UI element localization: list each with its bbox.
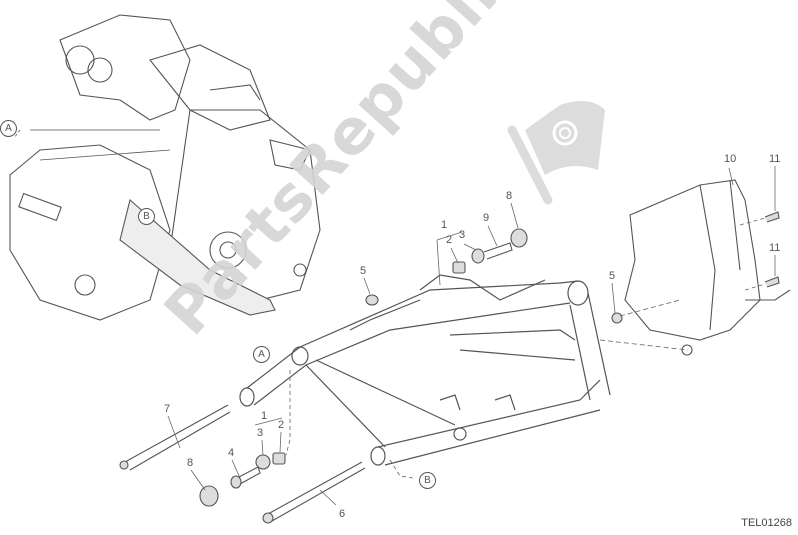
rear-subframe-bracket xyxy=(624,179,791,356)
callout-4: 4 xyxy=(228,447,235,459)
callout-8: 8 xyxy=(187,457,194,469)
callout-9: 9 xyxy=(483,212,490,224)
callout-10: 10 xyxy=(724,153,737,165)
engine-assembly xyxy=(9,14,321,321)
reference-marker-b: B xyxy=(419,472,436,489)
callout-5: 5 xyxy=(360,265,367,277)
leader-lines xyxy=(13,129,776,506)
drawing-code: TEL01268 xyxy=(741,517,792,529)
callout-1: 1 xyxy=(441,219,448,231)
frame-assembly xyxy=(239,274,611,466)
callout-2: 2 xyxy=(446,234,453,246)
reference-marker-a: A xyxy=(253,346,270,363)
callout-5: 5 xyxy=(609,270,616,282)
callout-7: 7 xyxy=(164,403,171,415)
hardware-parts xyxy=(119,211,780,524)
callout-8: 8 xyxy=(506,190,513,202)
callout-11: 11 xyxy=(769,242,781,254)
reference-marker-a: A xyxy=(0,120,17,137)
callout-11: 11 xyxy=(769,153,781,165)
callout-1: 1 xyxy=(261,410,268,422)
callout-3: 3 xyxy=(257,427,264,439)
callout-6: 6 xyxy=(339,508,346,520)
watermark-gear-flag-icon xyxy=(507,101,605,205)
reference-marker-b: B xyxy=(138,208,155,225)
callout-3: 3 xyxy=(459,229,466,241)
callout-2: 2 xyxy=(278,419,285,431)
